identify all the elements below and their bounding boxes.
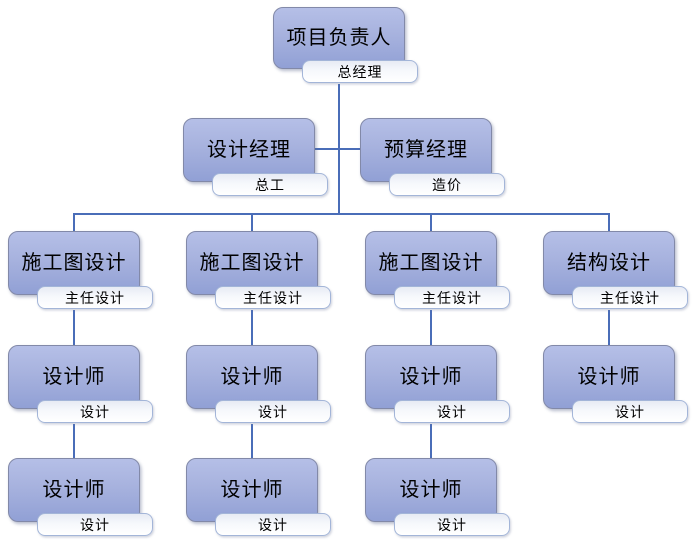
- org-node-project-leader[interactable]: 项目负责人 总经理: [273, 7, 418, 83]
- org-node-subtitle: 总工: [255, 177, 285, 194]
- org-node-badge[interactable]: 设计: [37, 400, 153, 423]
- org-node-subtitle: 设计: [80, 404, 110, 421]
- org-node-subtitle: 主任设计: [243, 290, 303, 307]
- org-node-title: 施工图设计: [21, 249, 127, 274]
- org-node-title: 结构设计: [567, 249, 651, 274]
- org-node-badge[interactable]: 主任设计: [394, 286, 510, 309]
- org-node-badge[interactable]: 设计: [394, 513, 510, 536]
- org-node-construction-design-2[interactable]: 施工图设计 主任设计: [186, 231, 331, 309]
- org-node-title: 设计师: [577, 363, 641, 388]
- org-node-badge[interactable]: 设计: [215, 400, 331, 423]
- org-node-structure-design[interactable]: 结构设计 主任设计: [543, 231, 688, 309]
- org-node-subtitle: 设计: [258, 404, 288, 421]
- org-node-subtitle: 设计: [80, 517, 110, 534]
- org-node-construction-design-1[interactable]: 施工图设计 主任设计: [8, 231, 153, 309]
- org-node-subtitle: 主任设计: [65, 290, 125, 307]
- org-node-title: 设计师: [220, 363, 284, 388]
- org-node-title: 设计师: [42, 363, 106, 388]
- org-node-designer-r5-c3[interactable]: 设计师 设计: [365, 458, 510, 536]
- org-node-subtitle: 主任设计: [422, 290, 482, 307]
- org-node-badge[interactable]: 主任设计: [215, 286, 331, 309]
- org-node-subtitle: 设计: [258, 517, 288, 534]
- org-node-title: 设计师: [220, 476, 284, 501]
- org-node-designer-r5-c1[interactable]: 设计师 设计: [8, 458, 153, 536]
- org-node-badge[interactable]: 设计: [215, 513, 331, 536]
- org-node-badge[interactable]: 主任设计: [572, 286, 688, 309]
- org-node-title: 设计师: [42, 476, 106, 501]
- org-node-subtitle: 总经理: [337, 64, 383, 81]
- org-node-designer-r5-c2[interactable]: 设计师 设计: [186, 458, 331, 536]
- org-node-designer-r4-c2[interactable]: 设计师 设计: [186, 345, 331, 423]
- org-node-designer-r4-c4[interactable]: 设计师 设计: [543, 345, 688, 423]
- org-node-title: 施工图设计: [378, 249, 484, 274]
- org-node-badge[interactable]: 设计: [572, 400, 688, 423]
- org-node-title: 设计经理: [207, 136, 291, 161]
- org-node-badge[interactable]: 设计: [394, 400, 510, 423]
- org-node-badge[interactable]: 总经理: [302, 60, 418, 83]
- org-node-design-manager[interactable]: 设计经理 总工: [183, 118, 328, 196]
- org-node-budget-manager[interactable]: 预算经理 造价: [360, 118, 505, 196]
- org-node-subtitle: 设计: [437, 517, 467, 534]
- org-node-badge[interactable]: 总工: [212, 173, 328, 196]
- org-node-badge[interactable]: 设计: [37, 513, 153, 536]
- org-node-title: 设计师: [399, 363, 463, 388]
- org-node-title: 设计师: [399, 476, 463, 501]
- org-node-title: 预算经理: [384, 136, 468, 161]
- org-node-designer-r4-c1[interactable]: 设计师 设计: [8, 345, 153, 423]
- org-node-badge[interactable]: 主任设计: [37, 286, 153, 309]
- org-node-title: 项目负责人: [286, 24, 392, 49]
- org-node-subtitle: 设计: [615, 404, 645, 421]
- org-node-subtitle: 主任设计: [600, 290, 660, 307]
- org-node-subtitle: 设计: [437, 404, 467, 421]
- org-node-badge[interactable]: 造价: [389, 173, 505, 196]
- org-node-construction-design-3[interactable]: 施工图设计 主任设计: [365, 231, 510, 309]
- org-node-title: 施工图设计: [199, 249, 305, 274]
- org-node-subtitle: 造价: [432, 177, 462, 194]
- org-node-designer-r4-c3[interactable]: 设计师 设计: [365, 345, 510, 423]
